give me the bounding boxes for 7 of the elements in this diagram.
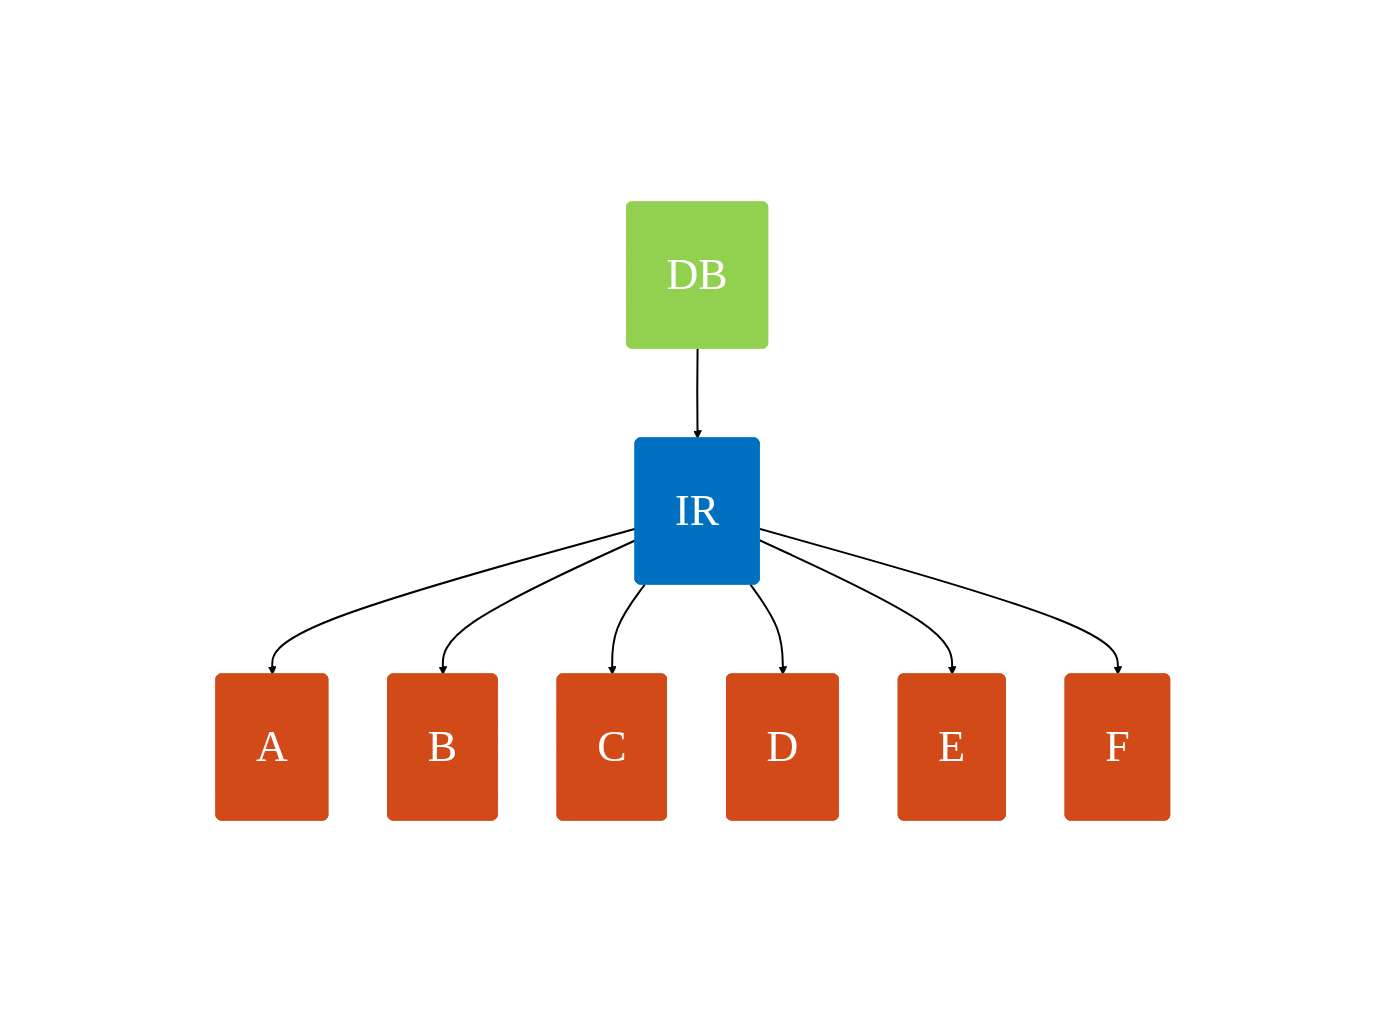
arrow — [758, 527, 1123, 675]
arrow — [749, 583, 788, 675]
arrow — [693, 347, 703, 439]
arrow — [758, 539, 957, 675]
arrow — [268, 527, 637, 675]
arrow — [608, 583, 646, 675]
arrow — [438, 539, 637, 675]
